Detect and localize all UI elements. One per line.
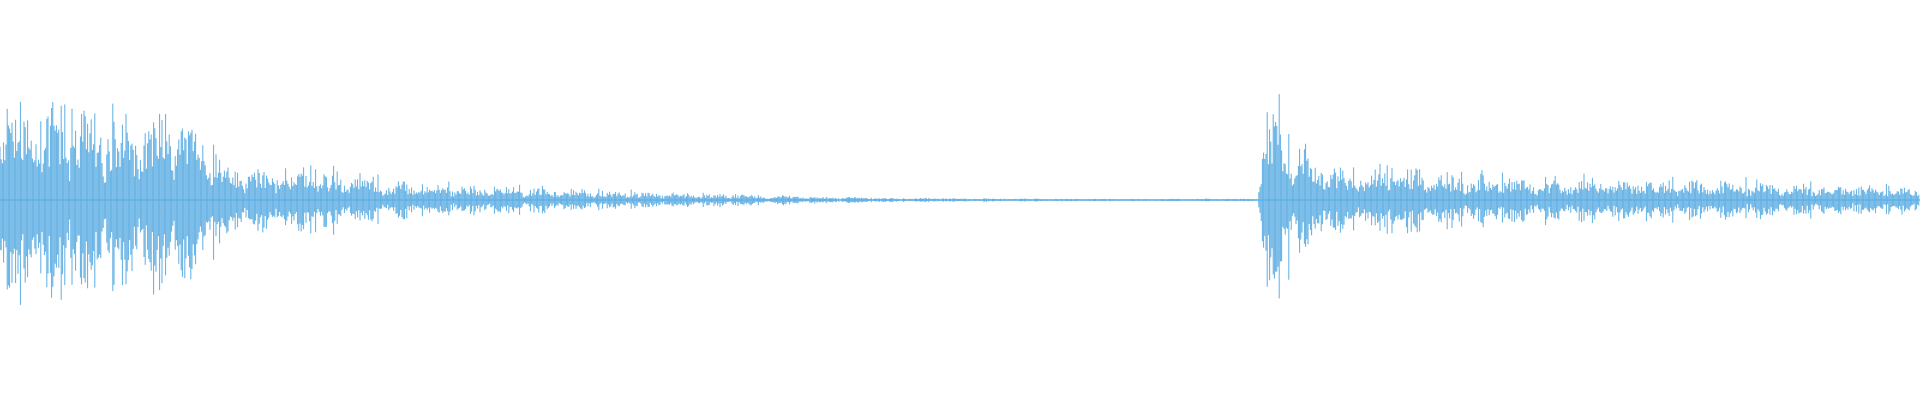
waveform-peaks <box>0 94 1920 305</box>
waveform-peak-path <box>0 94 1920 305</box>
